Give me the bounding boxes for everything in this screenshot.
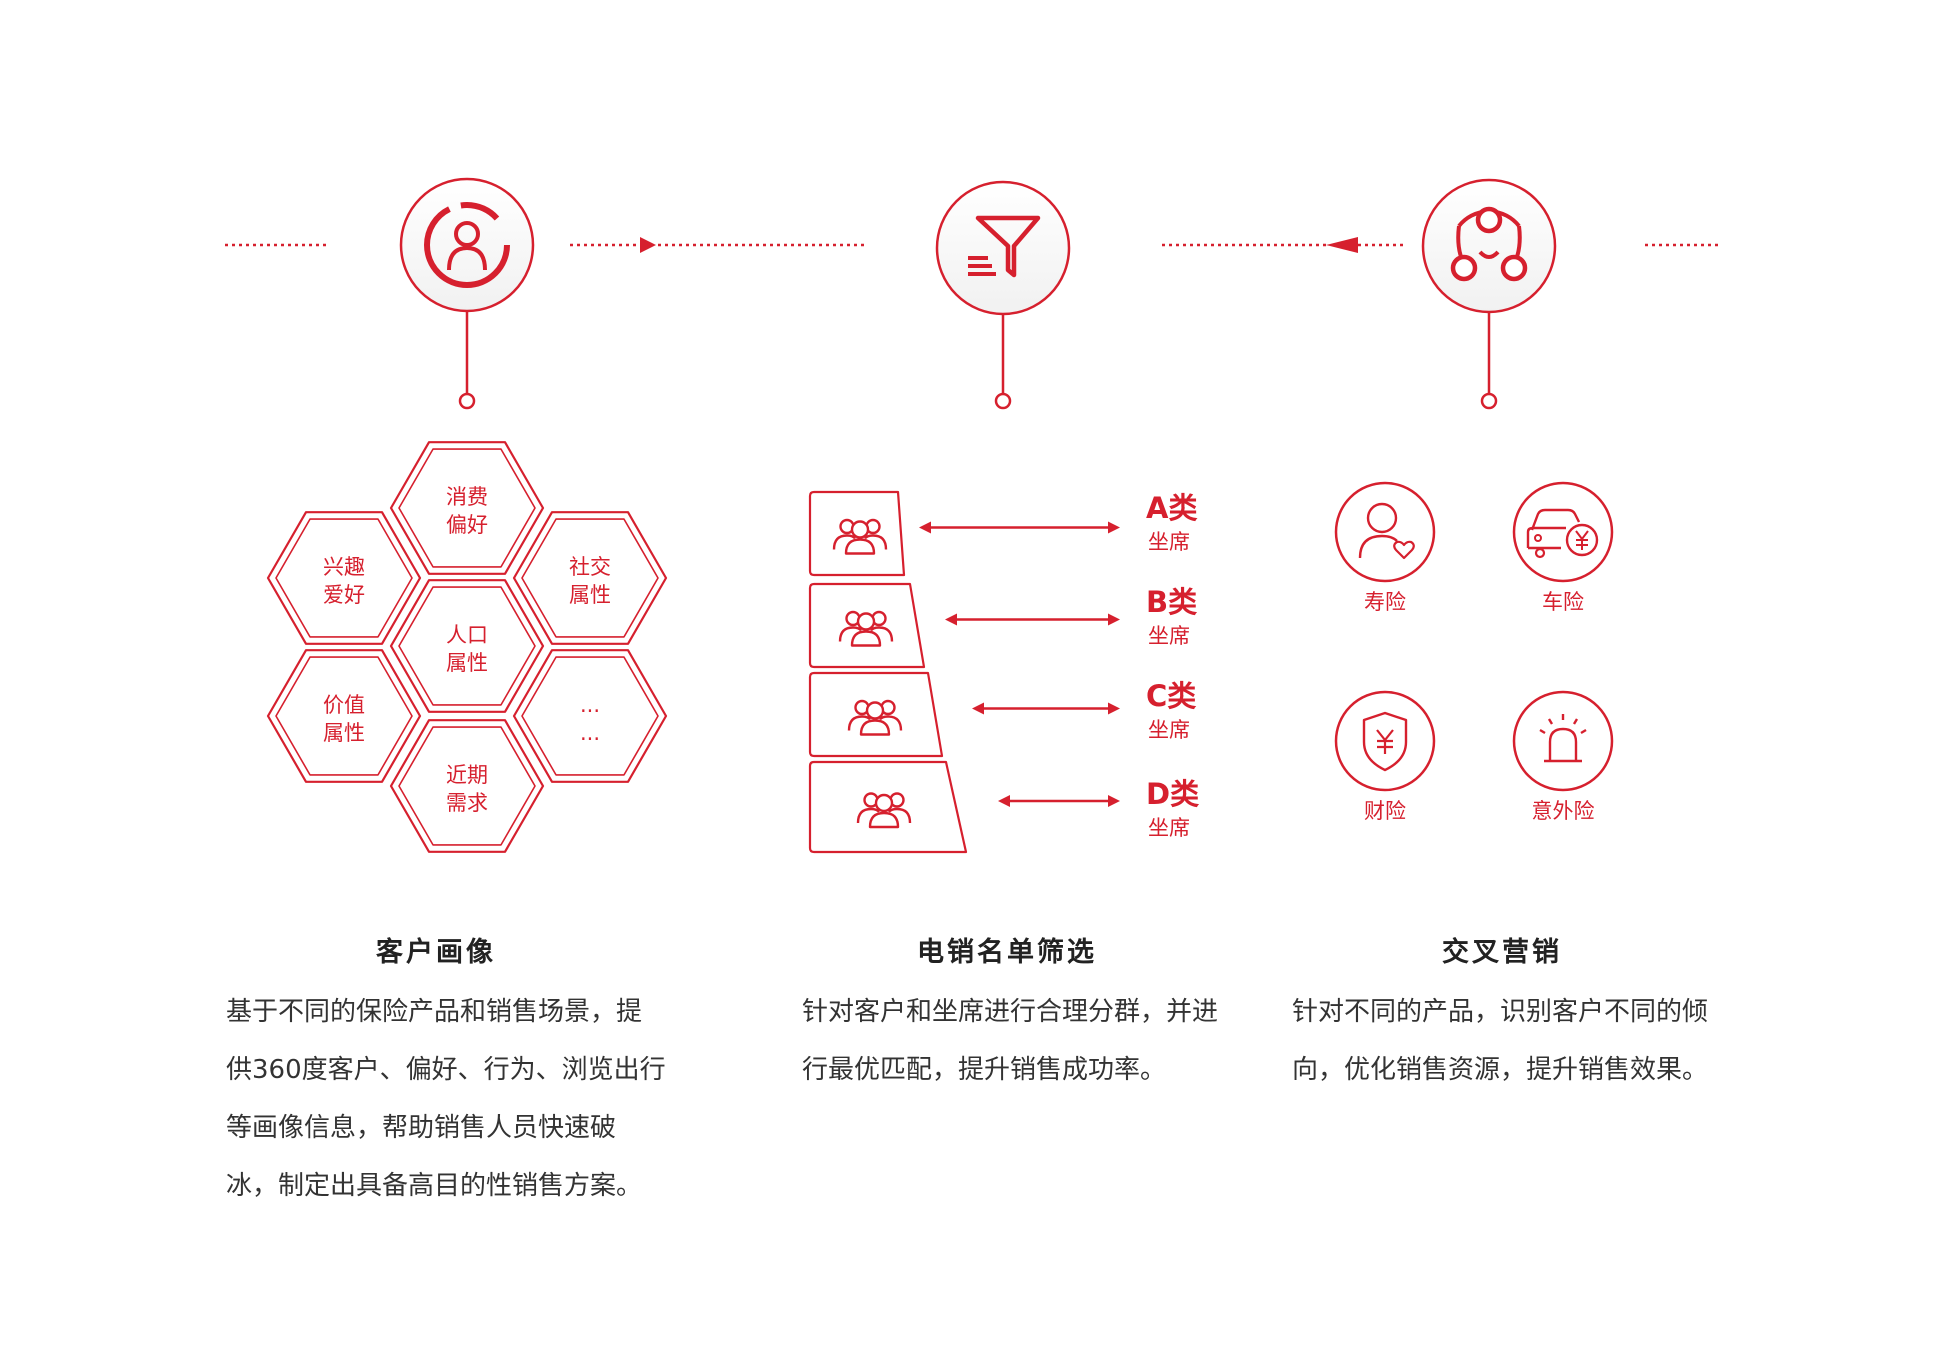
double-arrow-icon [919,521,1120,534]
hexagon-label-line2: 属性 [446,651,488,675]
tier-label: B类 [1146,585,1197,619]
double-arrow-icon [972,702,1120,715]
column-description: 针对客户和坐席进行合理分群，并进行最优匹配，提升销售成功率。 [802,997,1219,1085]
hexagon-label-line1: ... [580,693,600,717]
arrow-left-icon [1326,237,1358,253]
hexagon-label-line1: 价值 [323,693,365,717]
hexagon-label-line2: ... [580,721,600,745]
product-label-accident: 意外险 [1532,799,1595,823]
product-label-property: 财险 [1364,799,1406,823]
column-telesales-filter: 电销名单筛选 针对客户和坐席进行合理分群，并进行最优匹配，提升销售成功率。 [802,930,1232,1099]
column-description: 基于不同的保险产品和销售场景，提供360度客户、偏好、行为、浏览出行等画像信息，… [226,997,666,1201]
tier-label: D类 [1146,777,1199,811]
hexagon-label-line2: 爱好 [323,583,365,607]
column-title: 电销名单筛选 [917,937,1097,968]
hexagon-label-line1: 消费 [446,485,488,509]
person-heart-icon [1358,502,1415,560]
double-arrow-icon [945,613,1120,626]
filter-funnel-icon [935,180,1071,316]
column-title: 客户画像 [376,937,496,968]
column-description: 针对不同的产品，识别客户不同的倾向，优化销售资源，提升销售效果。 [1292,997,1709,1085]
tier-sublabel: 坐席 [1148,624,1190,648]
tier-sublabel: 坐席 [1148,718,1190,742]
hexagon-label-line1: 人口 [446,623,488,647]
column-cross-marketing: 交叉营销 针对不同的产品，识别客户不同的倾向，优化销售资源，提升销售效果。 [1292,930,1717,1099]
shield-yuan-icon [1362,711,1408,772]
hexagon-label-line2: 需求 [446,791,488,815]
double-arrow-icon [998,795,1120,807]
hexagon-label-line2: 属性 [323,721,365,745]
network-people-icon [1421,178,1557,314]
tier-sublabel: 坐席 [1148,816,1190,840]
car-yuan-icon [1526,508,1599,559]
hexagon-cell: ...... [512,649,668,783]
tier-sublabel: 坐席 [1148,530,1190,554]
product-label-car: 车险 [1542,590,1584,614]
alarm-light-icon [1539,714,1587,763]
hexagon-label-line1: 近期 [446,763,488,787]
hexagon-label-line1: 社交 [569,555,611,579]
product-car-insurance [1512,481,1614,583]
product-property-insurance [1334,690,1436,792]
product-label-life: 寿险 [1364,590,1406,614]
hexagon-label-line2: 属性 [569,583,611,607]
arrow-right-icon [640,237,656,253]
tier-label: A类 [1146,491,1197,525]
product-accident-insurance [1512,690,1614,792]
tier-label: C类 [1146,679,1196,713]
hexagon-label-line2: 偏好 [446,513,488,537]
column-customer-profile: 客户画像 基于不同的保险产品和销售场景，提供360度客户、偏好、行为、浏览出行等… [226,930,666,1215]
hexagon-label-line1: 兴趣 [323,555,365,579]
product-life-insurance [1334,481,1436,583]
column-title: 交叉营销 [1442,937,1562,968]
user-circle-icon [399,177,535,313]
